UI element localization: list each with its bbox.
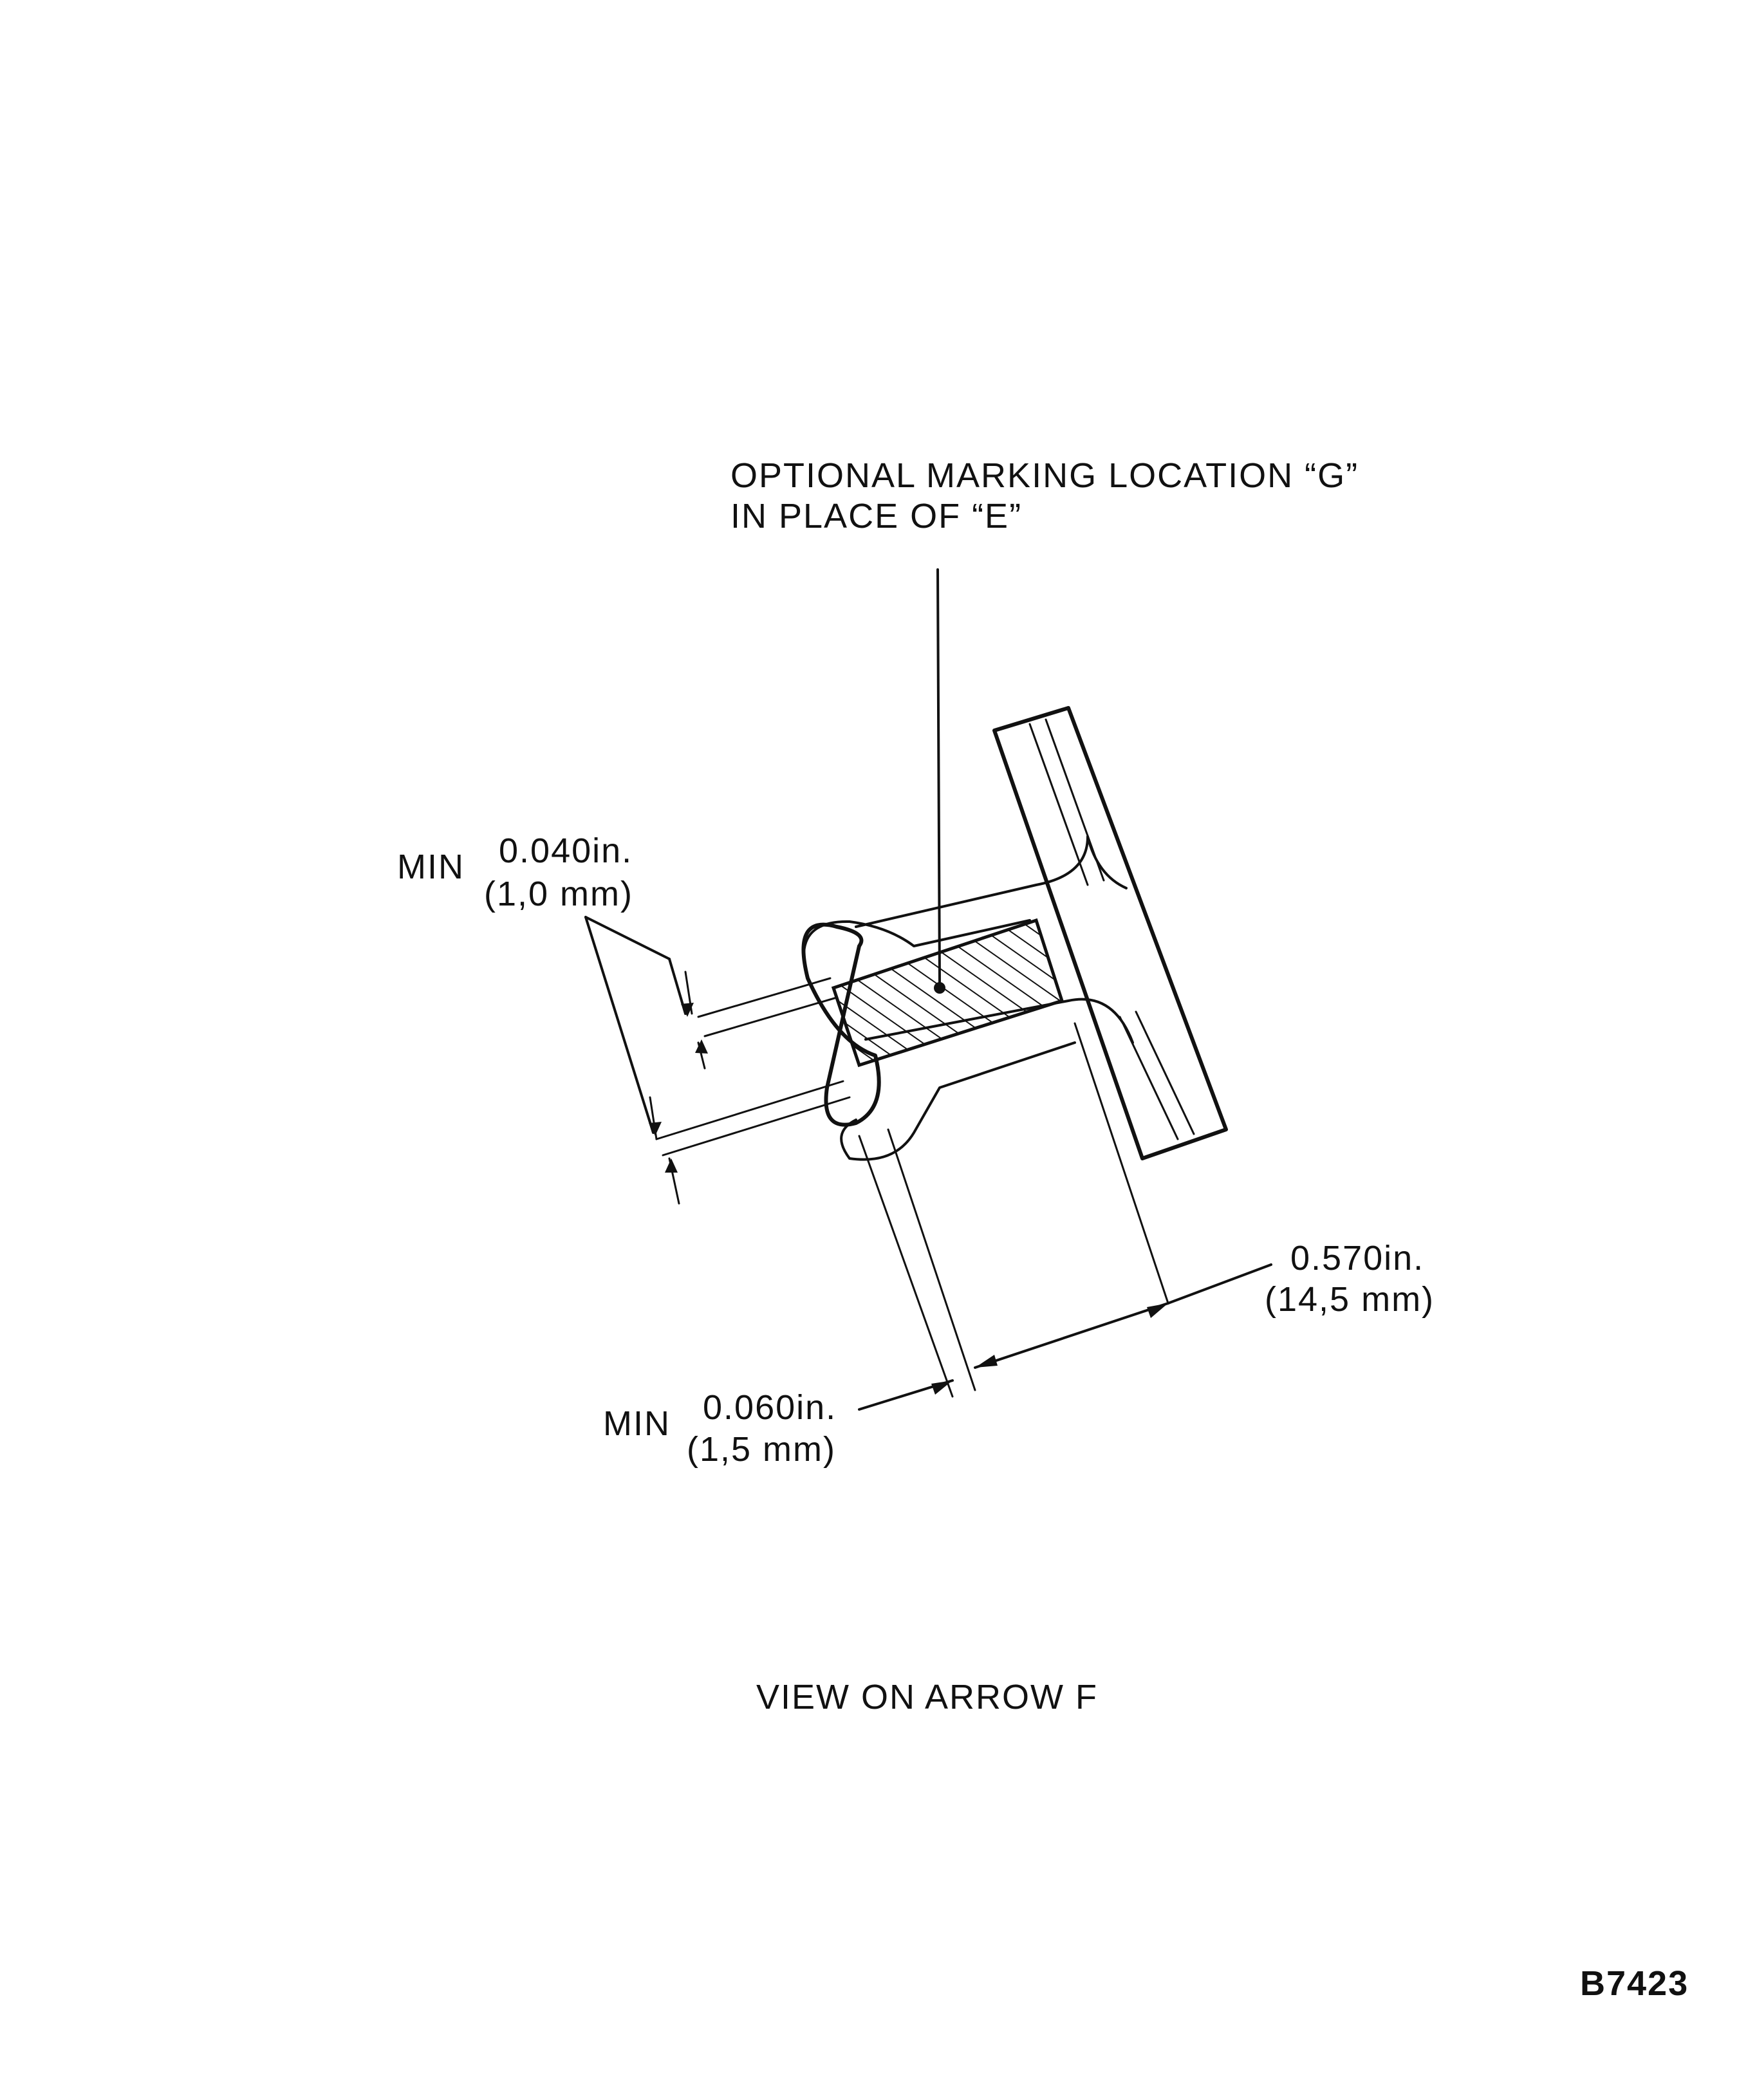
dim-top-mm: (1,0 mm) bbox=[484, 875, 633, 913]
dim-top-lines bbox=[584, 916, 851, 1205]
dim-bottom-lines bbox=[858, 1022, 1272, 1411]
dim-bottom-inch: 0.060in. bbox=[703, 1388, 837, 1427]
figure-caption: VIEW ON ARROW F bbox=[756, 1678, 1099, 1716]
marking-area-hatched bbox=[831, 918, 1064, 1068]
callout-line-2: IN PLACE OF “E” bbox=[730, 497, 1023, 535]
dim-top-prefix: MIN bbox=[397, 848, 465, 886]
dim-right-inch: 0.570in. bbox=[1290, 1239, 1425, 1278]
dim-top-inch: 0.040in. bbox=[499, 832, 633, 870]
bulb-end-outline bbox=[801, 919, 1076, 1161]
stem-outline bbox=[855, 835, 1134, 1044]
dim-bottom-mm: (1,5 mm) bbox=[687, 1430, 836, 1469]
figure-id: B7423 bbox=[1580, 1964, 1689, 2003]
callout-line-1: OPTIONAL MARKING LOCATION “G” bbox=[730, 456, 1359, 495]
flange-outline bbox=[992, 706, 1228, 1160]
dim-right-mm: (14,5 mm) bbox=[1265, 1280, 1435, 1319]
dim-bottom-prefix: MIN bbox=[603, 1404, 671, 1443]
callout-leader bbox=[934, 568, 945, 994]
